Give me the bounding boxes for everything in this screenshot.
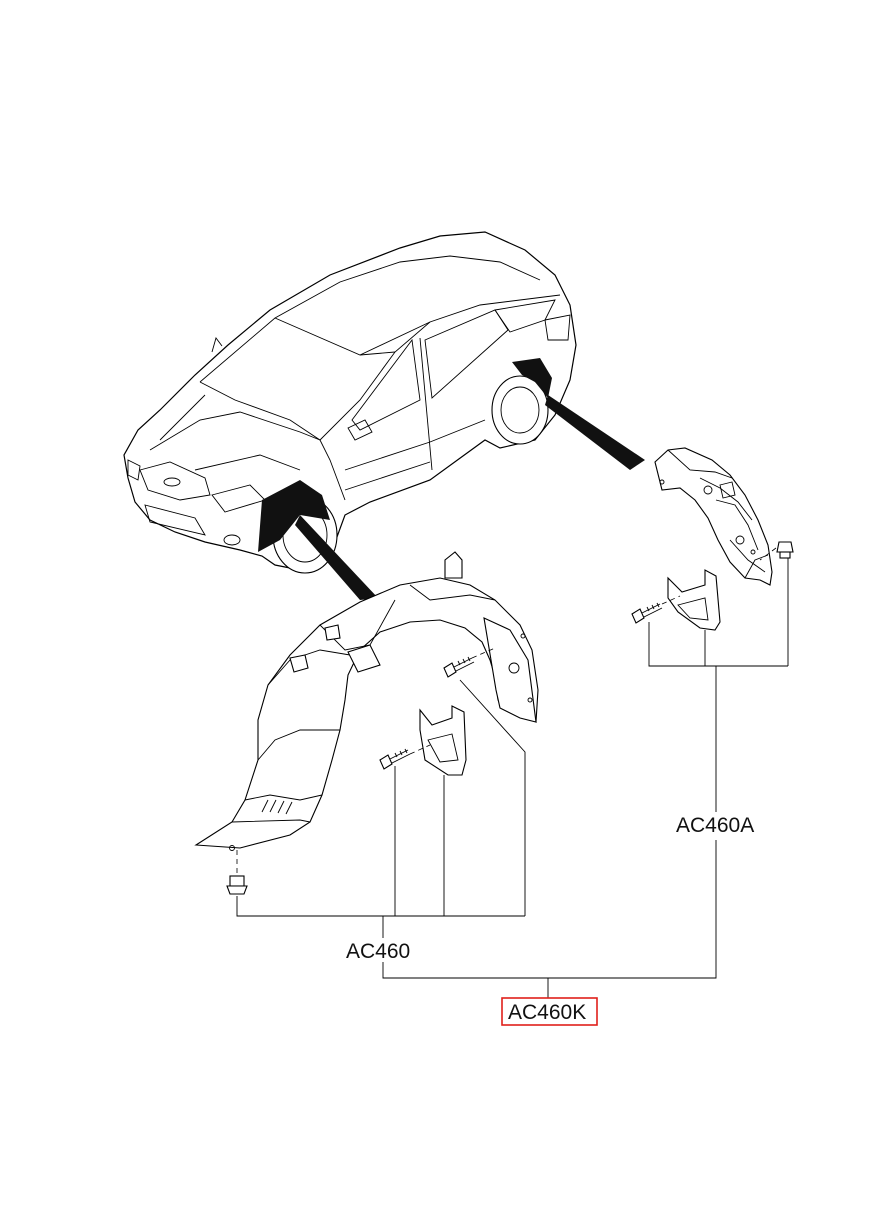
rear-wheel-guard [654, 447, 773, 586]
front-callout-lines [236, 679, 526, 938]
label-kit: AC460K [508, 1001, 586, 1024]
rear-clip [776, 541, 794, 559]
rear-wheel [491, 358, 552, 445]
rear-mud-flap [667, 569, 721, 631]
label-rear-assembly: AC460A [676, 814, 754, 837]
front-screw-upper [443, 656, 475, 678]
rear-callout-lines [648, 558, 789, 812]
kit-callout-lines [382, 840, 717, 998]
rear-leader-wedge [545, 395, 645, 470]
rear-screw [631, 602, 663, 624]
front-screw-lower [379, 748, 411, 770]
front-clip [226, 850, 248, 895]
front-leader-wedge [295, 515, 378, 600]
label-front-assembly: AC460 [346, 940, 410, 963]
kit-highlight-box [501, 997, 598, 1026]
front-wheel-guard [194, 551, 539, 851]
front-mud-flap [419, 705, 467, 776]
car-illustration [123, 231, 577, 574]
